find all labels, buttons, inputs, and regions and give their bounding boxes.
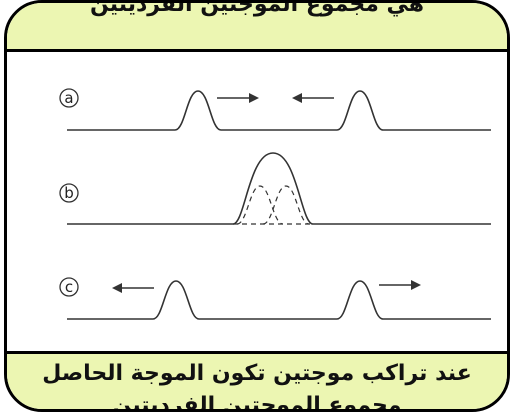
header-text: هي مجموع الموجتين الفرديتين xyxy=(89,0,425,17)
panel-b: b xyxy=(59,152,491,225)
panel-a: a xyxy=(59,88,491,131)
panel-b-component-wave-right xyxy=(262,185,310,225)
panel-b-component-wave-left xyxy=(236,185,284,225)
superposition-diagram: a b xyxy=(59,88,491,320)
footer-line-2: مجموع الموجتين الفرديتين xyxy=(112,393,402,412)
panel-a-label-marker: a xyxy=(59,88,79,108)
panel-b-label-marker: b xyxy=(59,183,79,203)
panel-c-wave-line xyxy=(67,280,491,320)
panel-c: c xyxy=(59,277,491,320)
panel-c-label: c xyxy=(65,278,73,296)
panel-c-arrow-left xyxy=(112,283,154,293)
panel-a-arrow-right xyxy=(217,93,259,103)
panel-c-arrow-right xyxy=(379,280,421,290)
panel-b-label: b xyxy=(64,184,74,202)
panel-b-combined-wave xyxy=(232,152,314,225)
panel-a-label: a xyxy=(64,89,73,107)
panel-c-label-marker: c xyxy=(59,277,79,297)
figure-frame: هي مجموع الموجتين الفرديتين a b xyxy=(4,0,510,412)
footer-line-1: عند تراكب موجتين تكون الموجة الحاصل xyxy=(42,361,472,386)
panel-a-wave-line xyxy=(67,90,491,131)
header-banner: هي مجموع الموجتين الفرديتين xyxy=(7,0,507,52)
panel-a-arrow-left xyxy=(292,93,334,103)
footer-banner: عند تراكب موجتين تكون الموجة الحاصل مجمو… xyxy=(7,351,507,412)
